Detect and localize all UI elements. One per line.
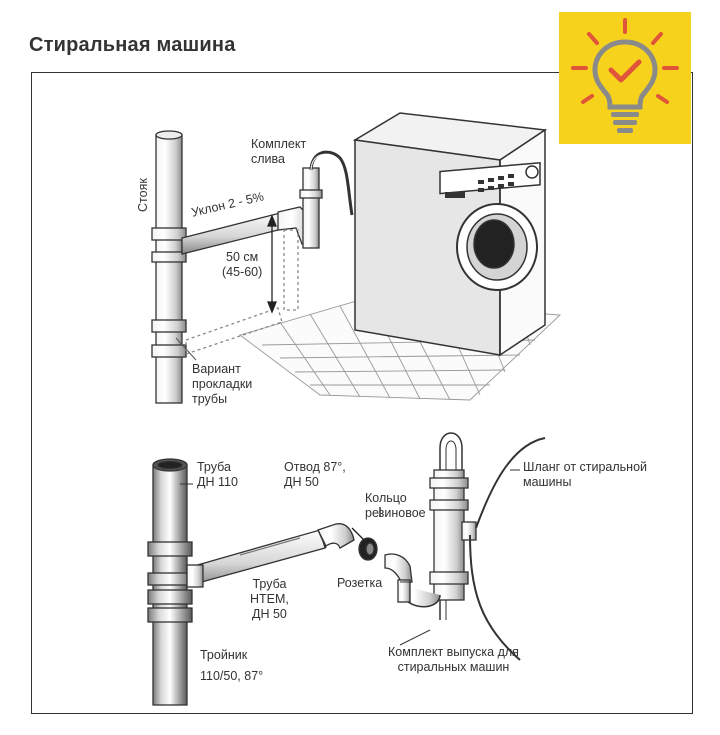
- label-komplekt-sliva: Комплект слива: [251, 137, 306, 167]
- label-truba-htem-line1: Труба: [252, 577, 287, 591]
- label-otvod: Отвод 87°, ДН 50: [284, 460, 346, 490]
- label-kolco-line2: резиновое: [365, 506, 426, 520]
- label-height: 50 см (45-60): [222, 250, 262, 280]
- label-kolco-line1: Кольцо: [365, 491, 407, 505]
- diagram-frame: [31, 72, 693, 714]
- label-komplekt-vypuska: Комплект выпуска для стиральных машин: [388, 645, 519, 675]
- washing-machine: [352, 112, 548, 357]
- label-komplekt-sliva-line1: Комплект: [251, 137, 307, 151]
- label-truba-htem-line2: HTEM,: [250, 592, 289, 606]
- label-truba-dn110-line2: ДН 110: [197, 475, 238, 489]
- riser-top: [151, 130, 187, 404]
- label-truba-dn110-line1: Труба: [197, 460, 231, 474]
- label-shlang-line1: Шланг от стиральной: [523, 460, 648, 474]
- label-troynik: Тройник 110/50, 87°: [200, 648, 263, 684]
- top-drawing: [151, 112, 562, 404]
- label-shlang-line2: машины: [523, 475, 572, 489]
- label-variant-line2: прокладки: [192, 377, 253, 391]
- label-otvod-line2: ДН 50: [284, 475, 319, 489]
- label-stoyak: Стояк: [136, 178, 150, 212]
- label-troynik-line2: 110/50, 87°: [200, 669, 264, 683]
- riser-dn110: [147, 458, 193, 706]
- sloped-pipe: [181, 150, 354, 255]
- label-height-line1: 50 см: [226, 250, 259, 264]
- tip-badge: [559, 12, 691, 144]
- height-arrow: [267, 214, 277, 314]
- htem-pipe: [186, 529, 326, 588]
- label-kolco: Кольцо резиновое: [365, 491, 426, 521]
- label-komplekt-sliva-line2: слива: [251, 152, 285, 166]
- label-komplekt-vypuska-line1: Комплект выпуска для: [388, 645, 519, 659]
- control-panel: [445, 174, 514, 198]
- lightbulb-check-icon: [571, 18, 679, 133]
- label-komplekt-vypuska-line2: стиральных машин: [397, 660, 510, 674]
- leader-lines: [180, 483, 431, 646]
- rubber-ring: [351, 507, 381, 561]
- label-truba-htem: Труба HTEM, ДН 50: [250, 577, 289, 622]
- elbow-87: [317, 523, 355, 549]
- label-height-line2: (45-60): [222, 265, 263, 279]
- label-truba-dn110: Труба ДН 110: [197, 460, 238, 490]
- label-variant-line1: Вариант: [192, 362, 241, 376]
- label-variant-line3: трубы: [192, 392, 228, 406]
- label-truba-htem-line3: ДН 50: [252, 607, 287, 621]
- label-variant: Вариант прокладки трубы: [192, 362, 252, 407]
- label-troynik-line1: Тройник: [200, 648, 248, 662]
- label-shlang: Шланг от стиральной машины: [523, 460, 647, 490]
- outlet-kit: [397, 432, 477, 620]
- page-title: Стиральная машина: [29, 34, 236, 56]
- label-otvod-line1: Отвод 87°,: [284, 460, 346, 474]
- bottom-drawing: [147, 432, 546, 706]
- machine-hose: [469, 437, 546, 661]
- label-rozetka: Розетка: [337, 576, 383, 590]
